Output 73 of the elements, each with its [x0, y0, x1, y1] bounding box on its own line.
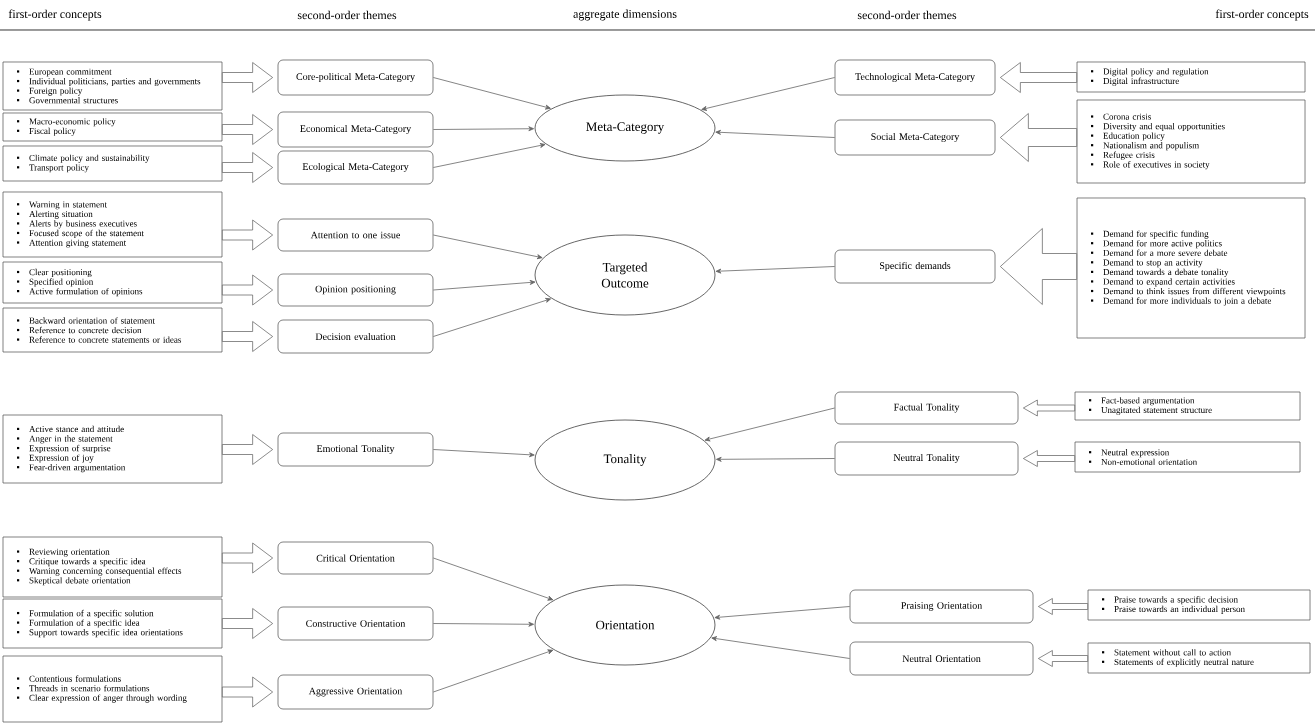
block-arrow	[222, 62, 273, 93]
arrow	[704, 407, 836, 442]
concept-list-box: Contentious formulations Threads in scenario formulations Clear expression of anger through wording	[2, 655, 223, 723]
theme-box: Factual Tonality	[834, 391, 1019, 425]
arrow	[432, 557, 554, 601]
block-arrow	[1038, 650, 1088, 667]
column-heading: second-order themes	[857, 10, 957, 20]
column-heading: aggregate dimensions	[573, 9, 677, 21]
arrow	[432, 234, 543, 260]
block-arrow	[1023, 399, 1075, 417]
arrow	[432, 297, 551, 337]
arrow	[432, 77, 551, 110]
block-arrow	[1000, 113, 1077, 162]
block-arrow	[222, 676, 273, 708]
concept-list-box: Macro-economic policy Fiscal policy	[2, 112, 223, 142]
block-arrow	[222, 274, 273, 306]
arrow	[432, 279, 536, 291]
theme-box: Ecological Meta-Category	[277, 150, 434, 185]
theme-box: Technological Meta-Category	[834, 59, 996, 96]
concept-list-box: Clear positioning Specified opinion Active formulation of opinions	[2, 261, 223, 304]
arrow	[432, 143, 546, 168]
block-arrow	[1023, 450, 1075, 467]
theme-box: Attention to one issue	[277, 218, 434, 252]
concept-list-box: Formulation of a specific solution Formulation of a specific idea Support towards specific idea orientations	[2, 598, 223, 649]
block-arrow	[222, 114, 273, 145]
block-arrow	[222, 542, 273, 574]
block-arrow	[222, 219, 273, 251]
concept-list-box: Warning in statement Alerting situation Alerts by business executives Focused scope of the statement Attention giving statement	[2, 191, 223, 258]
concept-list-box: Neutral expression Non-emotional orientation	[1074, 441, 1301, 473]
theme-box: Praising Orientation	[849, 589, 1034, 624]
block-arrow	[222, 434, 273, 465]
concept-list-box: Statement without call to action Statements of explicitly neutral nature	[1087, 642, 1311, 674]
block-arrow	[1038, 598, 1088, 615]
arrow	[711, 636, 851, 659]
theme-box: Opinion positioning	[277, 273, 434, 307]
theme-box: Social Meta-Category	[834, 119, 996, 156]
arrow	[716, 456, 836, 462]
concept-list-box: Digital policy and regulation Digital infrastructure	[1076, 61, 1306, 93]
theme-box: Neutral Orientation	[849, 641, 1034, 676]
concept-list-box: Backward orientation of statement Reference to concrete decision Reference to concrete statements or ideas	[2, 307, 223, 353]
arrow	[432, 649, 554, 693]
concept-list-box: Demand for specific funding Demand for more active politics Demand for a more severe debate Demand to stop an activity Demand towards a debate tonality Demand to expand certain activities Demand to think issues from different viewpoints Demand for more individuals to join a debate	[1076, 197, 1306, 339]
concept-list-box: Praise towards a specific decision Praise towards an individual person	[1087, 589, 1311, 621]
theme-box: Constructive Orientation	[277, 606, 434, 641]
theme-box: Neutral Tonality	[834, 441, 1019, 476]
theme-box: Specific demands	[834, 249, 996, 284]
arrow	[432, 621, 534, 627]
block-arrow	[222, 608, 273, 639]
theme-box: Emotional Tonality	[277, 432, 434, 467]
block-arrow	[222, 321, 273, 352]
concept-list-box: Corona crisis Diversity and equal opportunities Education policy Nationalism and populism Refugee crisis Role of executives in society	[1076, 99, 1306, 184]
theme-box: Decision evaluation	[277, 319, 434, 354]
block-arrow	[222, 152, 273, 183]
column-heading: second-order themes	[297, 10, 397, 20]
concept-list-box: Reviewing orientation Critique towards a specific idea Warning concerning consequential effects Skeptical debate orientation	[2, 536, 223, 598]
arrow	[715, 129, 836, 138]
arrow	[701, 77, 836, 111]
block-arrow	[1000, 62, 1077, 93]
concept-list-box: Climate policy and sustainability Transport policy	[2, 145, 223, 182]
arrow	[715, 266, 836, 274]
concept-list-box: Active stance and attitude Anger in the statement Expression of surprise Expression of joy Fear-driven argumentation	[2, 414, 223, 484]
theme-box: Critical Orientation	[277, 541, 434, 575]
column-heading: first-order concepts	[1215, 9, 1309, 21]
column-heading: first-order concepts	[8, 9, 102, 21]
arrow	[432, 449, 535, 458]
arrow	[432, 126, 534, 132]
arrow	[714, 606, 851, 620]
block-arrow	[1000, 228, 1077, 305]
theme-box: Core-political Meta-Category	[277, 59, 434, 96]
concept-list-box: Fact-based argumentation Unagitated statement structure	[1074, 391, 1301, 421]
concept-list-box: European commitment Individual politicians, parties and governments Foreign policy Governmental structures	[2, 61, 223, 111]
theme-box: Economical Meta-Category	[277, 111, 434, 148]
theme-box: Aggressive Orientation	[277, 674, 434, 710]
